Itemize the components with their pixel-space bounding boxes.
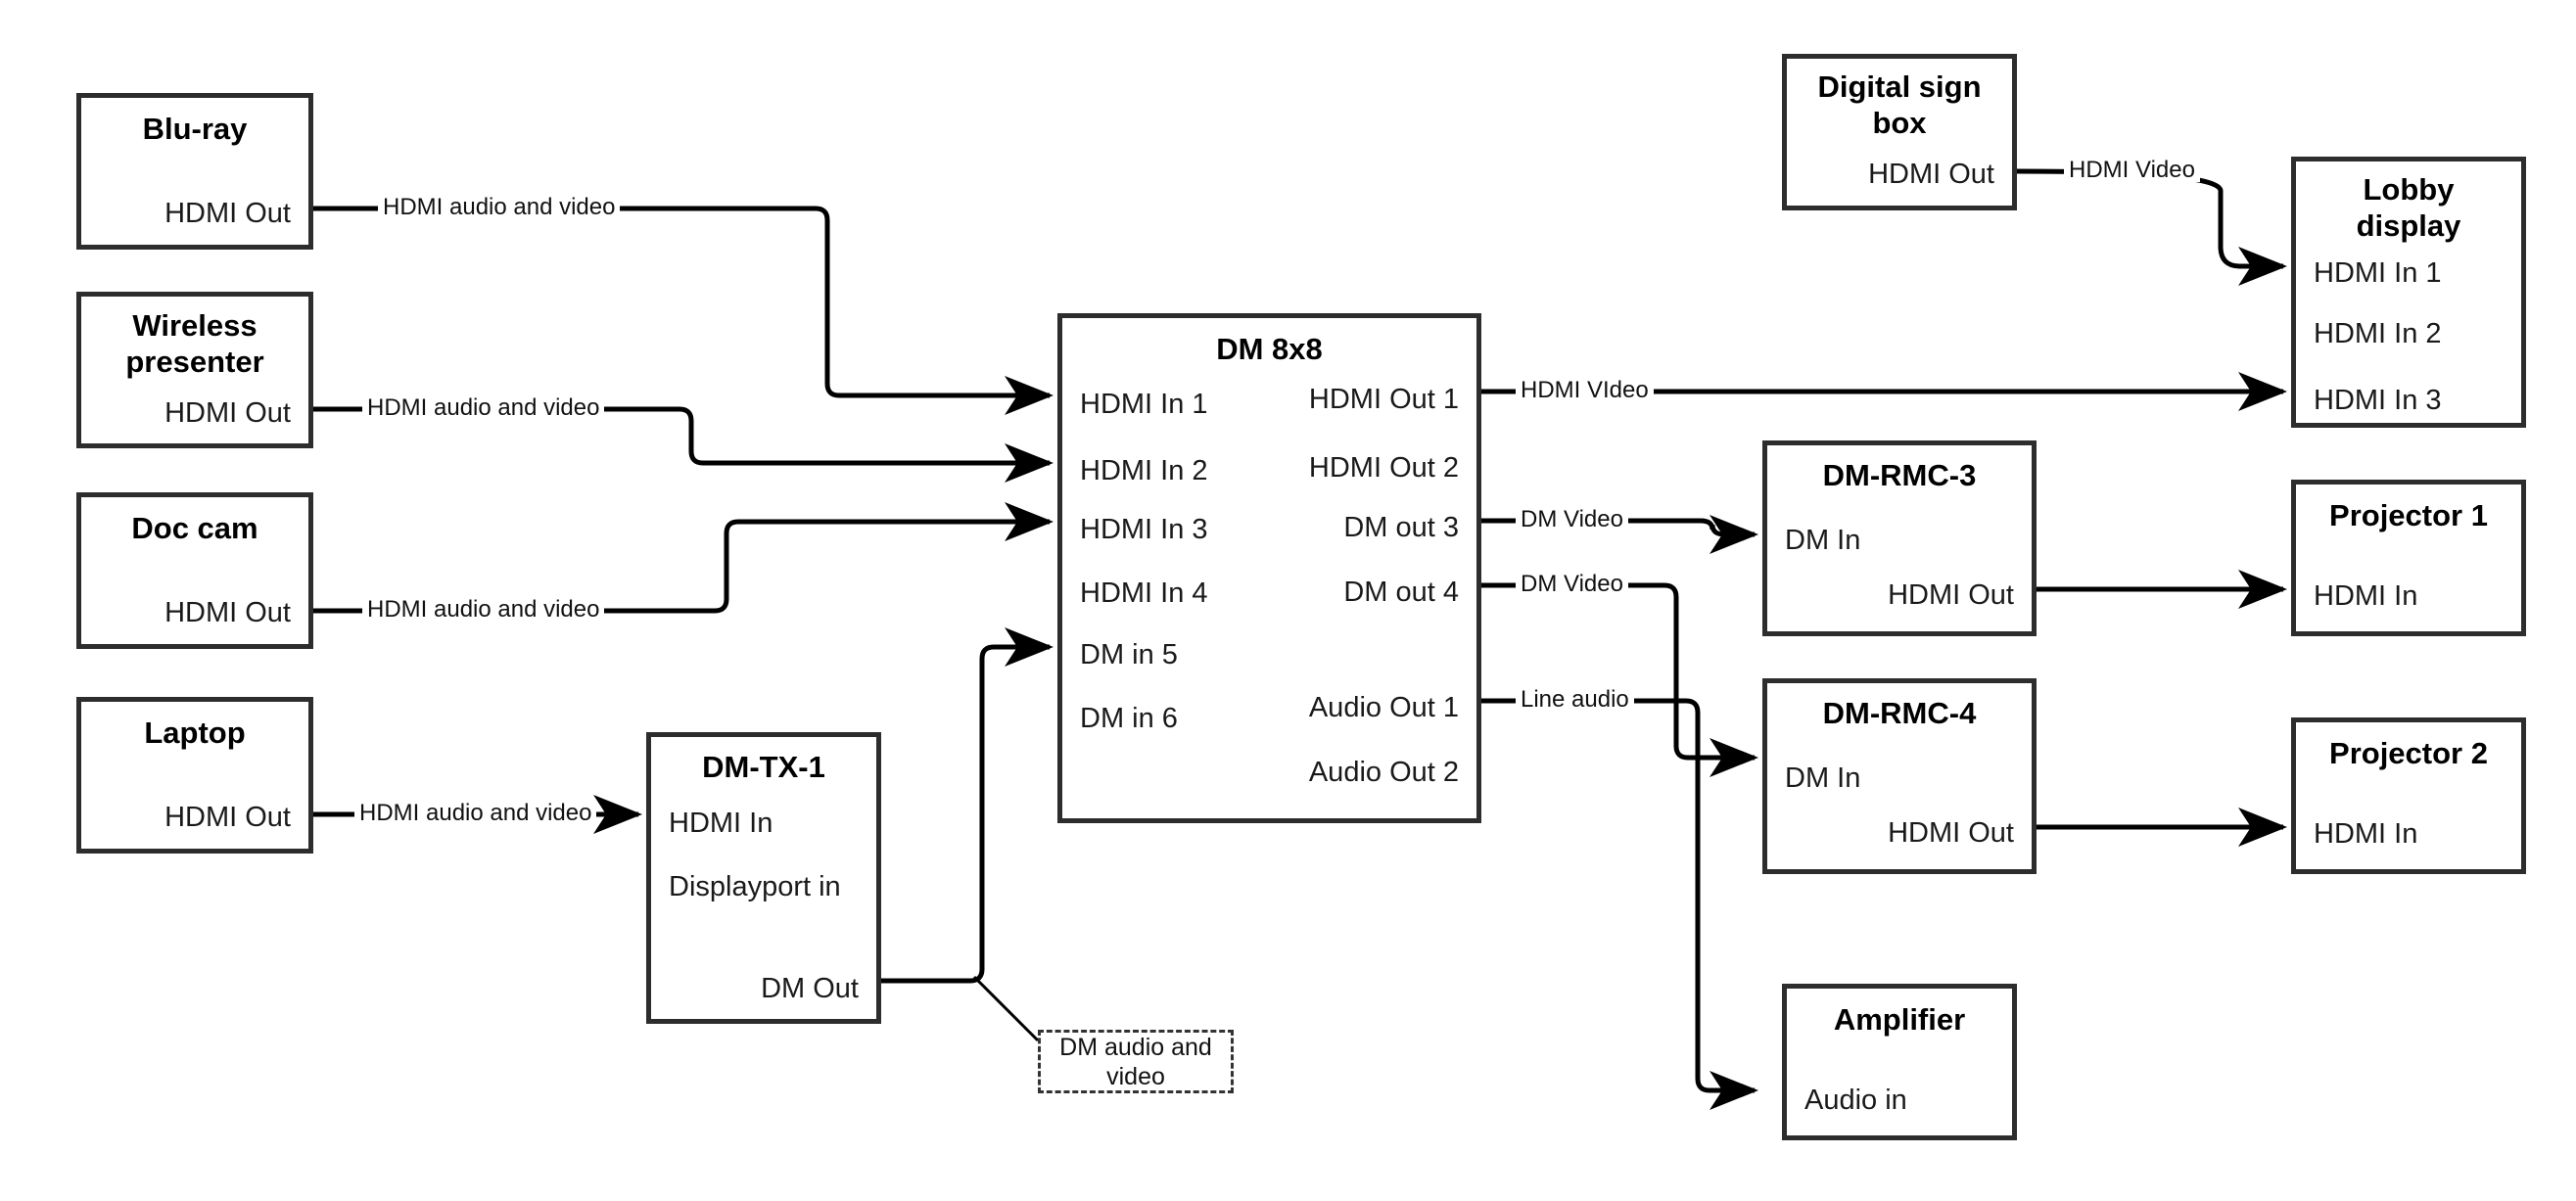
node-wireless-presenter-port-hdmi-out[interactable]: HDMI Out <box>164 397 291 429</box>
node-dm-8x8-input-dm-in-5[interactable]: DM in 5 <box>1080 639 1178 670</box>
node-projector-2-title: Projector 2 <box>2329 736 2488 770</box>
node-dm-tx-1-port-hdmi-in[interactable]: HDMI In <box>669 808 773 839</box>
node-digital-sign-box[interactable]: Digital sign box HDMI Out <box>1782 54 2017 210</box>
node-doc-cam[interactable]: Doc cam HDMI Out <box>76 492 313 649</box>
node-dm-8x8-input-hdmi-in-1[interactable]: HDMI In 1 <box>1080 389 1208 420</box>
node-dm-8x8-input-hdmi-in-2[interactable]: HDMI In 2 <box>1080 455 1208 486</box>
node-laptop-title: Laptop <box>144 716 246 750</box>
node-doc-cam-port-hdmi-out[interactable]: HDMI Out <box>164 597 291 628</box>
node-bluray-title: Blu-ray <box>142 112 248 146</box>
node-dm-8x8-input-dm-in-6[interactable]: DM in 6 <box>1080 703 1178 734</box>
node-lobby-display-title: Lobby display <box>2356 172 2461 243</box>
node-dm-8x8-input-hdmi-in-3[interactable]: HDMI In 3 <box>1080 514 1208 545</box>
node-dm-8x8-title: DM 8x8 <box>1216 332 1323 366</box>
node-wireless-presenter[interactable]: Wireless presenter HDMI Out <box>76 292 313 448</box>
node-amplifier[interactable]: Amplifier Audio in <box>1782 984 2017 1140</box>
wire-dmtx1-to-dm8x8 <box>881 627 1054 984</box>
edge-label-wireless-to-dm: HDMI audio and video <box>362 396 605 420</box>
wire-dm8x8-out4-to-rmc4 <box>1481 582 1759 777</box>
node-dm-rmc-4-port-dm-in[interactable]: DM In <box>1785 762 1861 794</box>
node-dm-rmc-3-title: DM-RMC-3 <box>1822 458 1977 492</box>
edge-label-sign-to-lobby: HDMI Video <box>2064 159 2200 182</box>
node-lobby-display-port-hdmi-in-1[interactable]: HDMI In 1 <box>2314 257 2442 289</box>
callout-dm-audio-and-video: DM audio and video <box>1038 1030 1234 1093</box>
node-dm-tx-1-title: DM-TX-1 <box>702 750 825 784</box>
node-dm-rmc-3-port-hdmi-out[interactable]: HDMI Out <box>1888 579 2014 611</box>
node-wireless-presenter-title: Wireless presenter <box>125 308 264 379</box>
node-projector-1-port-hdmi-in[interactable]: HDMI In <box>2314 580 2418 612</box>
node-dm-tx-1[interactable]: DM-TX-1 HDMI In Displayport in DM Out <box>646 732 881 1024</box>
node-dm-rmc-3-port-dm-in[interactable]: DM In <box>1785 525 1861 556</box>
wire-dm8x8-audio1-to-amplifier <box>1481 698 1759 1110</box>
node-amplifier-title: Amplifier <box>1833 1002 1966 1037</box>
node-projector-2[interactable]: Projector 2 HDMI In <box>2291 717 2526 874</box>
node-laptop[interactable]: Laptop HDMI Out <box>76 697 313 854</box>
node-dm-rmc-4[interactable]: DM-RMC-4 DM In HDMI Out <box>1762 678 2037 874</box>
edge-label-dm-out4-to-rmc4: DM Video <box>1516 573 1628 596</box>
node-dm-8x8[interactable]: DM 8x8 HDMI In 1 HDMI In 2 HDMI In 3 HDM… <box>1057 313 1481 823</box>
node-dm-rmc-4-title: DM-RMC-4 <box>1822 696 1977 730</box>
node-digital-sign-box-title: Digital sign box <box>1817 69 1982 140</box>
node-dm-rmc-3[interactable]: DM-RMC-3 DM In HDMI Out <box>1762 440 2037 636</box>
node-dm-8x8-output-hdmi-out-1[interactable]: HDMI Out 1 <box>1308 384 1459 415</box>
node-dm-8x8-output-dm-out-4[interactable]: DM out 4 <box>1343 577 1459 608</box>
edge-label-laptop-to-tx: HDMI audio and video <box>354 802 597 825</box>
node-dm-8x8-output-hdmi-out-2[interactable]: HDMI Out 2 <box>1308 452 1459 484</box>
node-laptop-port-hdmi-out[interactable]: HDMI Out <box>164 802 291 833</box>
node-amplifier-port-audio-in[interactable]: Audio in <box>1804 1085 1907 1116</box>
node-dm-8x8-output-audio-out-1[interactable]: Audio Out 1 <box>1308 692 1459 723</box>
edge-label-dm-out1-to-lobby: HDMI VIdeo <box>1516 379 1654 402</box>
node-dm-tx-1-port-displayport-in[interactable]: Displayport in <box>669 871 841 902</box>
node-digital-sign-box-port-hdmi-out[interactable]: HDMI Out <box>1868 159 1994 190</box>
node-bluray[interactable]: Blu-ray HDMI Out <box>76 93 313 250</box>
node-bluray-port-hdmi-out[interactable]: HDMI Out <box>164 198 291 229</box>
node-lobby-display[interactable]: Lobby display HDMI In 1 HDMI In 2 HDMI I… <box>2291 157 2526 428</box>
edge-label-audio1-to-amp: Line audio <box>1516 688 1634 712</box>
node-doc-cam-title: Doc cam <box>131 511 258 545</box>
edge-label-doccam-to-dm: HDMI audio and video <box>362 598 605 622</box>
node-dm-8x8-output-dm-out-3[interactable]: DM out 3 <box>1343 512 1459 543</box>
node-dm-8x8-output-audio-out-2[interactable]: Audio Out 2 <box>1308 757 1459 788</box>
wire-digitalsign-to-lobby <box>2016 168 2288 286</box>
node-lobby-display-port-hdmi-in-2[interactable]: HDMI In 2 <box>2314 318 2442 349</box>
edge-label-dm-out3-to-rmc3: DM Video <box>1516 508 1628 531</box>
node-lobby-display-port-hdmi-in-3[interactable]: HDMI In 3 <box>2314 385 2442 416</box>
node-dm-tx-1-port-dm-out[interactable]: DM Out <box>761 973 859 1004</box>
node-projector-1[interactable]: Projector 1 HDMI In <box>2291 480 2526 636</box>
callout-leader-line <box>972 975 1040 1042</box>
node-dm-8x8-input-hdmi-in-4[interactable]: HDMI In 4 <box>1080 577 1208 609</box>
wire-bluray-to-dm8x8 <box>313 206 1054 415</box>
node-dm-rmc-4-port-hdmi-out[interactable]: HDMI Out <box>1888 817 2014 849</box>
node-projector-1-title: Projector 1 <box>2329 498 2488 532</box>
edge-label-bluray-to-dm: HDMI audio and video <box>378 196 621 219</box>
node-projector-2-port-hdmi-in[interactable]: HDMI In <box>2314 818 2418 850</box>
